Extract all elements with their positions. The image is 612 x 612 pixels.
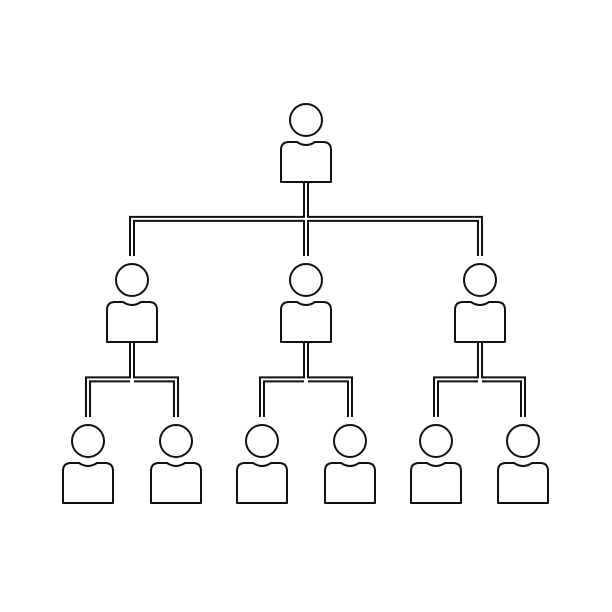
person-body [280, 301, 332, 343]
connector-bar-outer [85, 376, 179, 417]
person-body [150, 462, 202, 504]
person-icon [454, 263, 506, 343]
person-icon [280, 263, 332, 343]
connector-branch [433, 342, 526, 417]
person-head [115, 263, 149, 297]
person-icon [106, 263, 158, 343]
person-head [289, 103, 323, 137]
person-body [410, 462, 462, 504]
connector-bar-inner [133, 219, 305, 256]
person-head [506, 424, 540, 458]
person-body [106, 301, 158, 343]
connector-bar-outer [259, 376, 353, 417]
person-head [463, 263, 497, 297]
person-body [280, 141, 332, 183]
connector-branch [129, 182, 483, 256]
person-head [159, 424, 193, 458]
connector-bar-inner [437, 380, 522, 417]
person-head [71, 424, 105, 458]
person-icon [410, 424, 462, 504]
person-body [454, 301, 506, 343]
person-icon [236, 424, 288, 504]
person-body [497, 462, 549, 504]
connector-branch [259, 342, 353, 417]
people-nodes [62, 103, 549, 504]
connector-bar-inner [307, 219, 479, 256]
connector-lines [85, 182, 526, 417]
connector-bar-inner [263, 380, 349, 417]
person-body [236, 462, 288, 504]
person-head [289, 263, 323, 297]
person-body [324, 462, 376, 504]
person-icon [497, 424, 549, 504]
connector-bar-outer [433, 376, 526, 417]
person-head [333, 424, 367, 458]
person-head [245, 424, 279, 458]
connector-bar-inner [89, 380, 175, 417]
person-icon [280, 103, 332, 183]
person-head [419, 424, 453, 458]
connector-branch [85, 342, 179, 417]
person-icon [324, 424, 376, 504]
person-icon [62, 424, 114, 504]
person-body [62, 462, 114, 504]
person-icon [150, 424, 202, 504]
connector-bar-outer [129, 215, 483, 256]
